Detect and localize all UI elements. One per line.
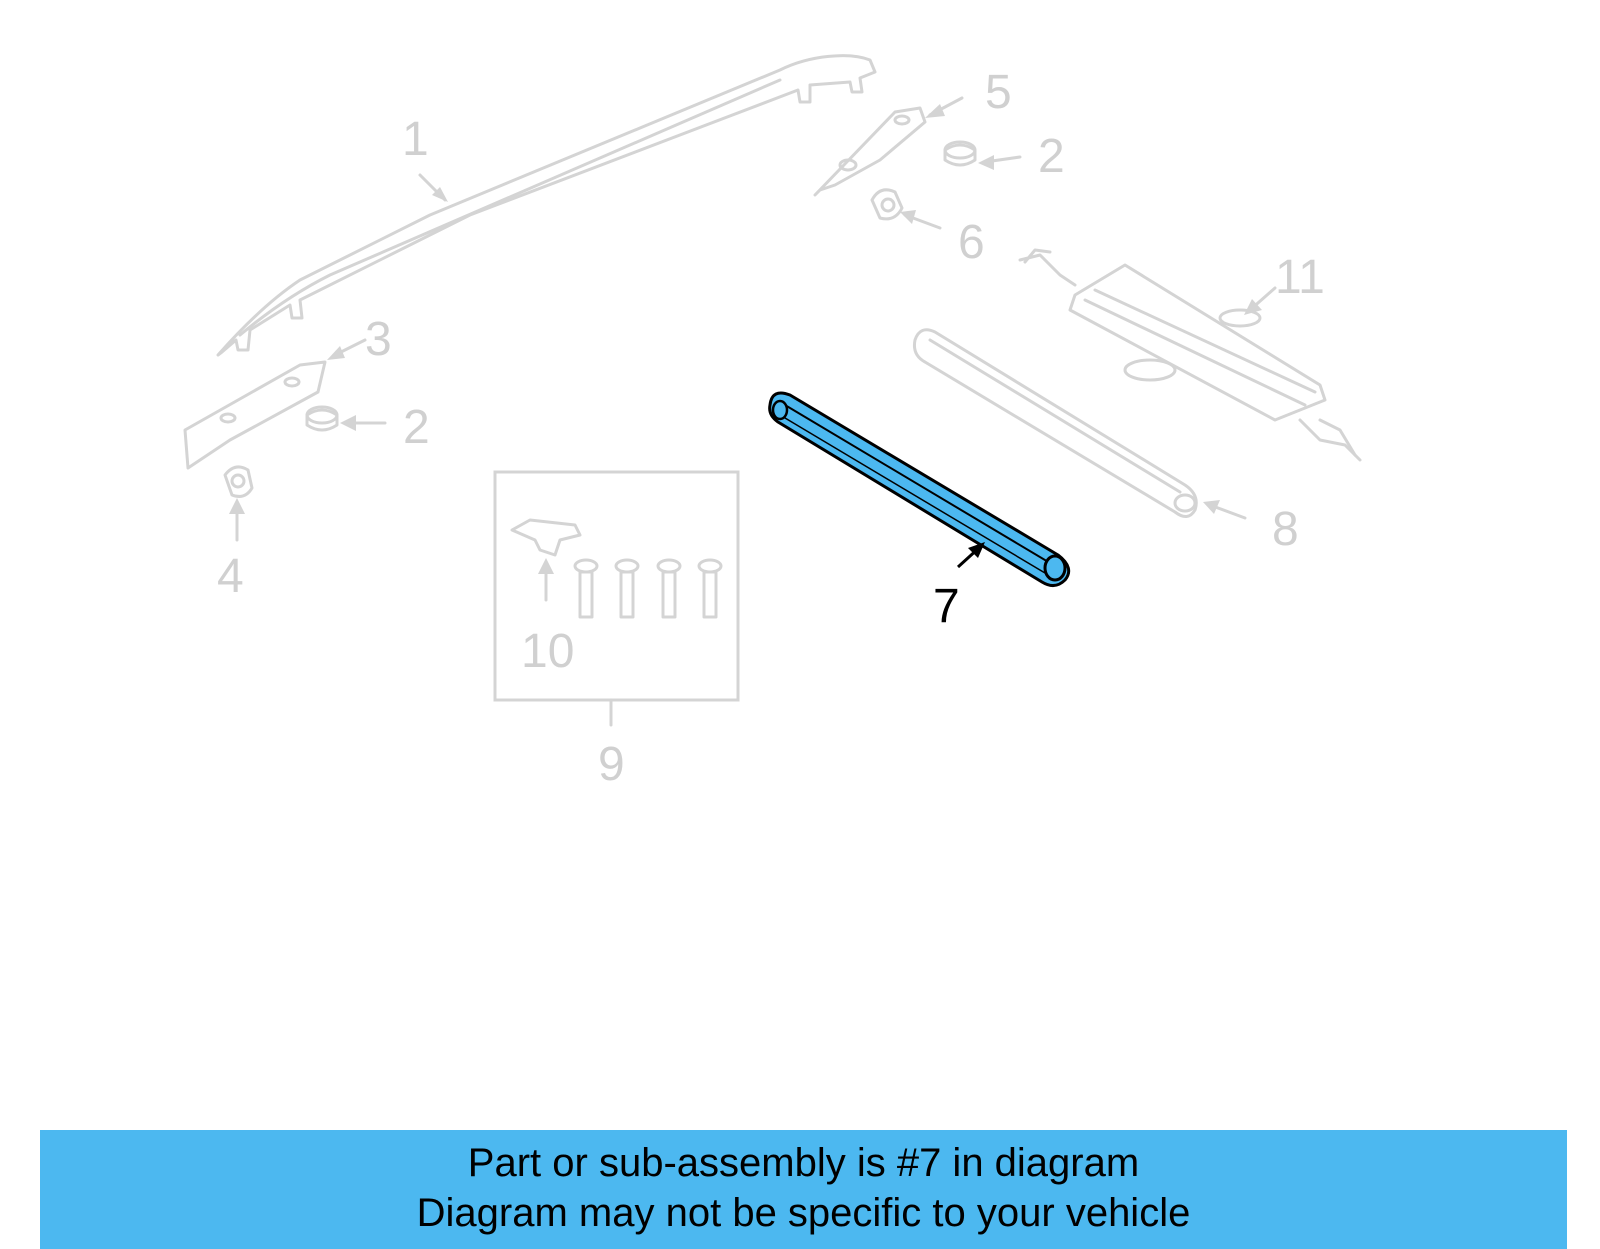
part-4-nut[interactable] xyxy=(223,465,254,542)
callout-5: 5 xyxy=(985,66,1012,119)
callout-6: 6 xyxy=(958,216,985,269)
callout-7: 7 xyxy=(933,580,960,633)
info-banner: Part or sub-assembly is #7 in diagram Di… xyxy=(40,1130,1567,1249)
screw-icon xyxy=(697,558,723,619)
callout-8: 8 xyxy=(1272,503,1299,556)
callout-1: 1 xyxy=(402,113,429,166)
callout-9: 9 xyxy=(598,738,625,791)
callout-4: 4 xyxy=(217,550,244,603)
screw-icon xyxy=(656,558,682,619)
part-3-bracket[interactable] xyxy=(183,338,367,470)
callout-10: 10 xyxy=(521,625,574,678)
part-6-nut[interactable] xyxy=(870,188,942,230)
banner-line-1: Part or sub-assembly is #7 in diagram xyxy=(467,1141,1140,1185)
part-8-rail[interactable] xyxy=(913,328,1247,520)
part-2-nut-left[interactable] xyxy=(305,405,387,432)
callout-3: 3 xyxy=(365,313,392,366)
part-1-roof-rail[interactable] xyxy=(216,54,877,357)
part-11-assembly[interactable] xyxy=(1018,248,1362,462)
callout-2-left: 2 xyxy=(403,401,430,454)
callout-11: 11 xyxy=(1275,251,1325,304)
screw-icon xyxy=(573,558,599,619)
part-2-nut-upper[interactable] xyxy=(943,140,1022,170)
part-10-clip[interactable] xyxy=(510,518,582,602)
screw-icon xyxy=(614,558,640,619)
part-9-hardware-kit[interactable] xyxy=(493,470,740,727)
part-5-bracket[interactable] xyxy=(813,96,964,197)
part-7-rail-highlighted[interactable] xyxy=(768,391,1071,587)
callout-2-upper: 2 xyxy=(1038,130,1065,183)
banner-line-2: Diagram may not be specific to your vehi… xyxy=(416,1191,1191,1235)
